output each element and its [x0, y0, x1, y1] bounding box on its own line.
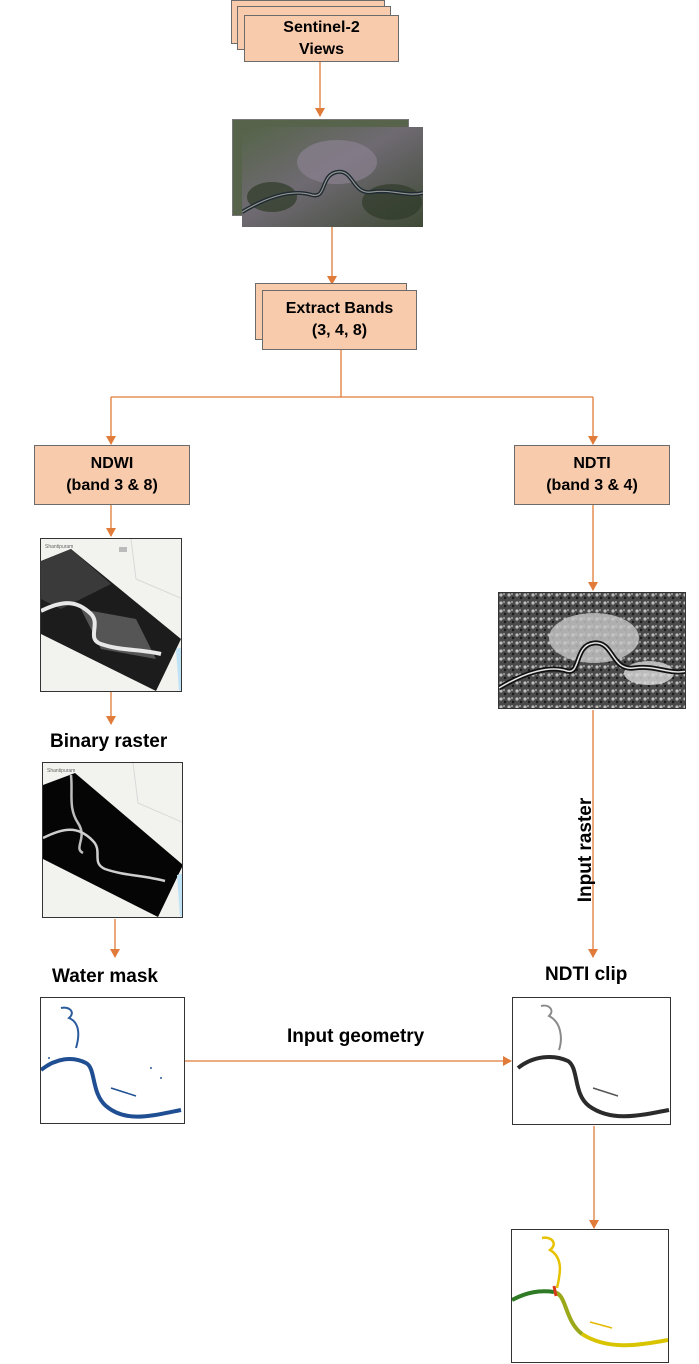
satellite-image-graphic	[242, 127, 423, 227]
input-geometry-label: Input geometry	[287, 1026, 425, 1047]
extract-bands-box: Extract Bands (3, 4, 8)	[262, 290, 417, 350]
ndti-clip-label: NDTI clip	[545, 964, 628, 985]
sentinel-box: Sentinel-2 Views	[244, 15, 399, 62]
ndti-line2: (band 3 & 4)	[546, 477, 638, 494]
extract-line2: (3, 4, 8)	[311, 322, 368, 339]
ndti-clip-image	[512, 997, 671, 1125]
sentinel-line2: Views	[298, 40, 345, 58]
ndti-clip-graphic	[513, 998, 670, 1124]
ndti-box: NDTI (band 3 & 4)	[514, 445, 670, 505]
sentinel-line1: Sentinel-2	[283, 18, 360, 36]
ndti-image-graphic	[499, 593, 685, 708]
water-mask-label: Water mask	[52, 966, 158, 987]
input-raster-label: Input raster	[575, 797, 596, 903]
ndwi-line1: NDWI	[90, 455, 134, 472]
binary-map-place: Shantipuram	[47, 768, 75, 774]
ndti-image	[498, 592, 686, 709]
water-mask-image	[40, 997, 185, 1124]
ndti-colored-graphic	[512, 1230, 668, 1362]
ndwi-image: Shantipuram	[40, 538, 182, 692]
satellite-image	[242, 127, 423, 227]
binary-raster-image: Shantipuram	[42, 762, 183, 918]
ndwi-map-place: Shantipuram	[45, 544, 73, 550]
ndti-colored-image	[511, 1229, 669, 1363]
extract-line1: Extract Bands	[285, 300, 394, 317]
ndwi-map-graphic: Shantipuram	[41, 539, 181, 691]
binary-raster-label: Binary raster	[50, 731, 168, 752]
ndwi-line2: (band 3 & 8)	[66, 477, 158, 494]
binary-raster-graphic: Shantipuram	[43, 763, 182, 917]
water-mask-graphic	[41, 998, 184, 1123]
ndti-line1: NDTI	[573, 455, 611, 472]
ndwi-box: NDWI (band 3 & 8)	[34, 445, 190, 505]
